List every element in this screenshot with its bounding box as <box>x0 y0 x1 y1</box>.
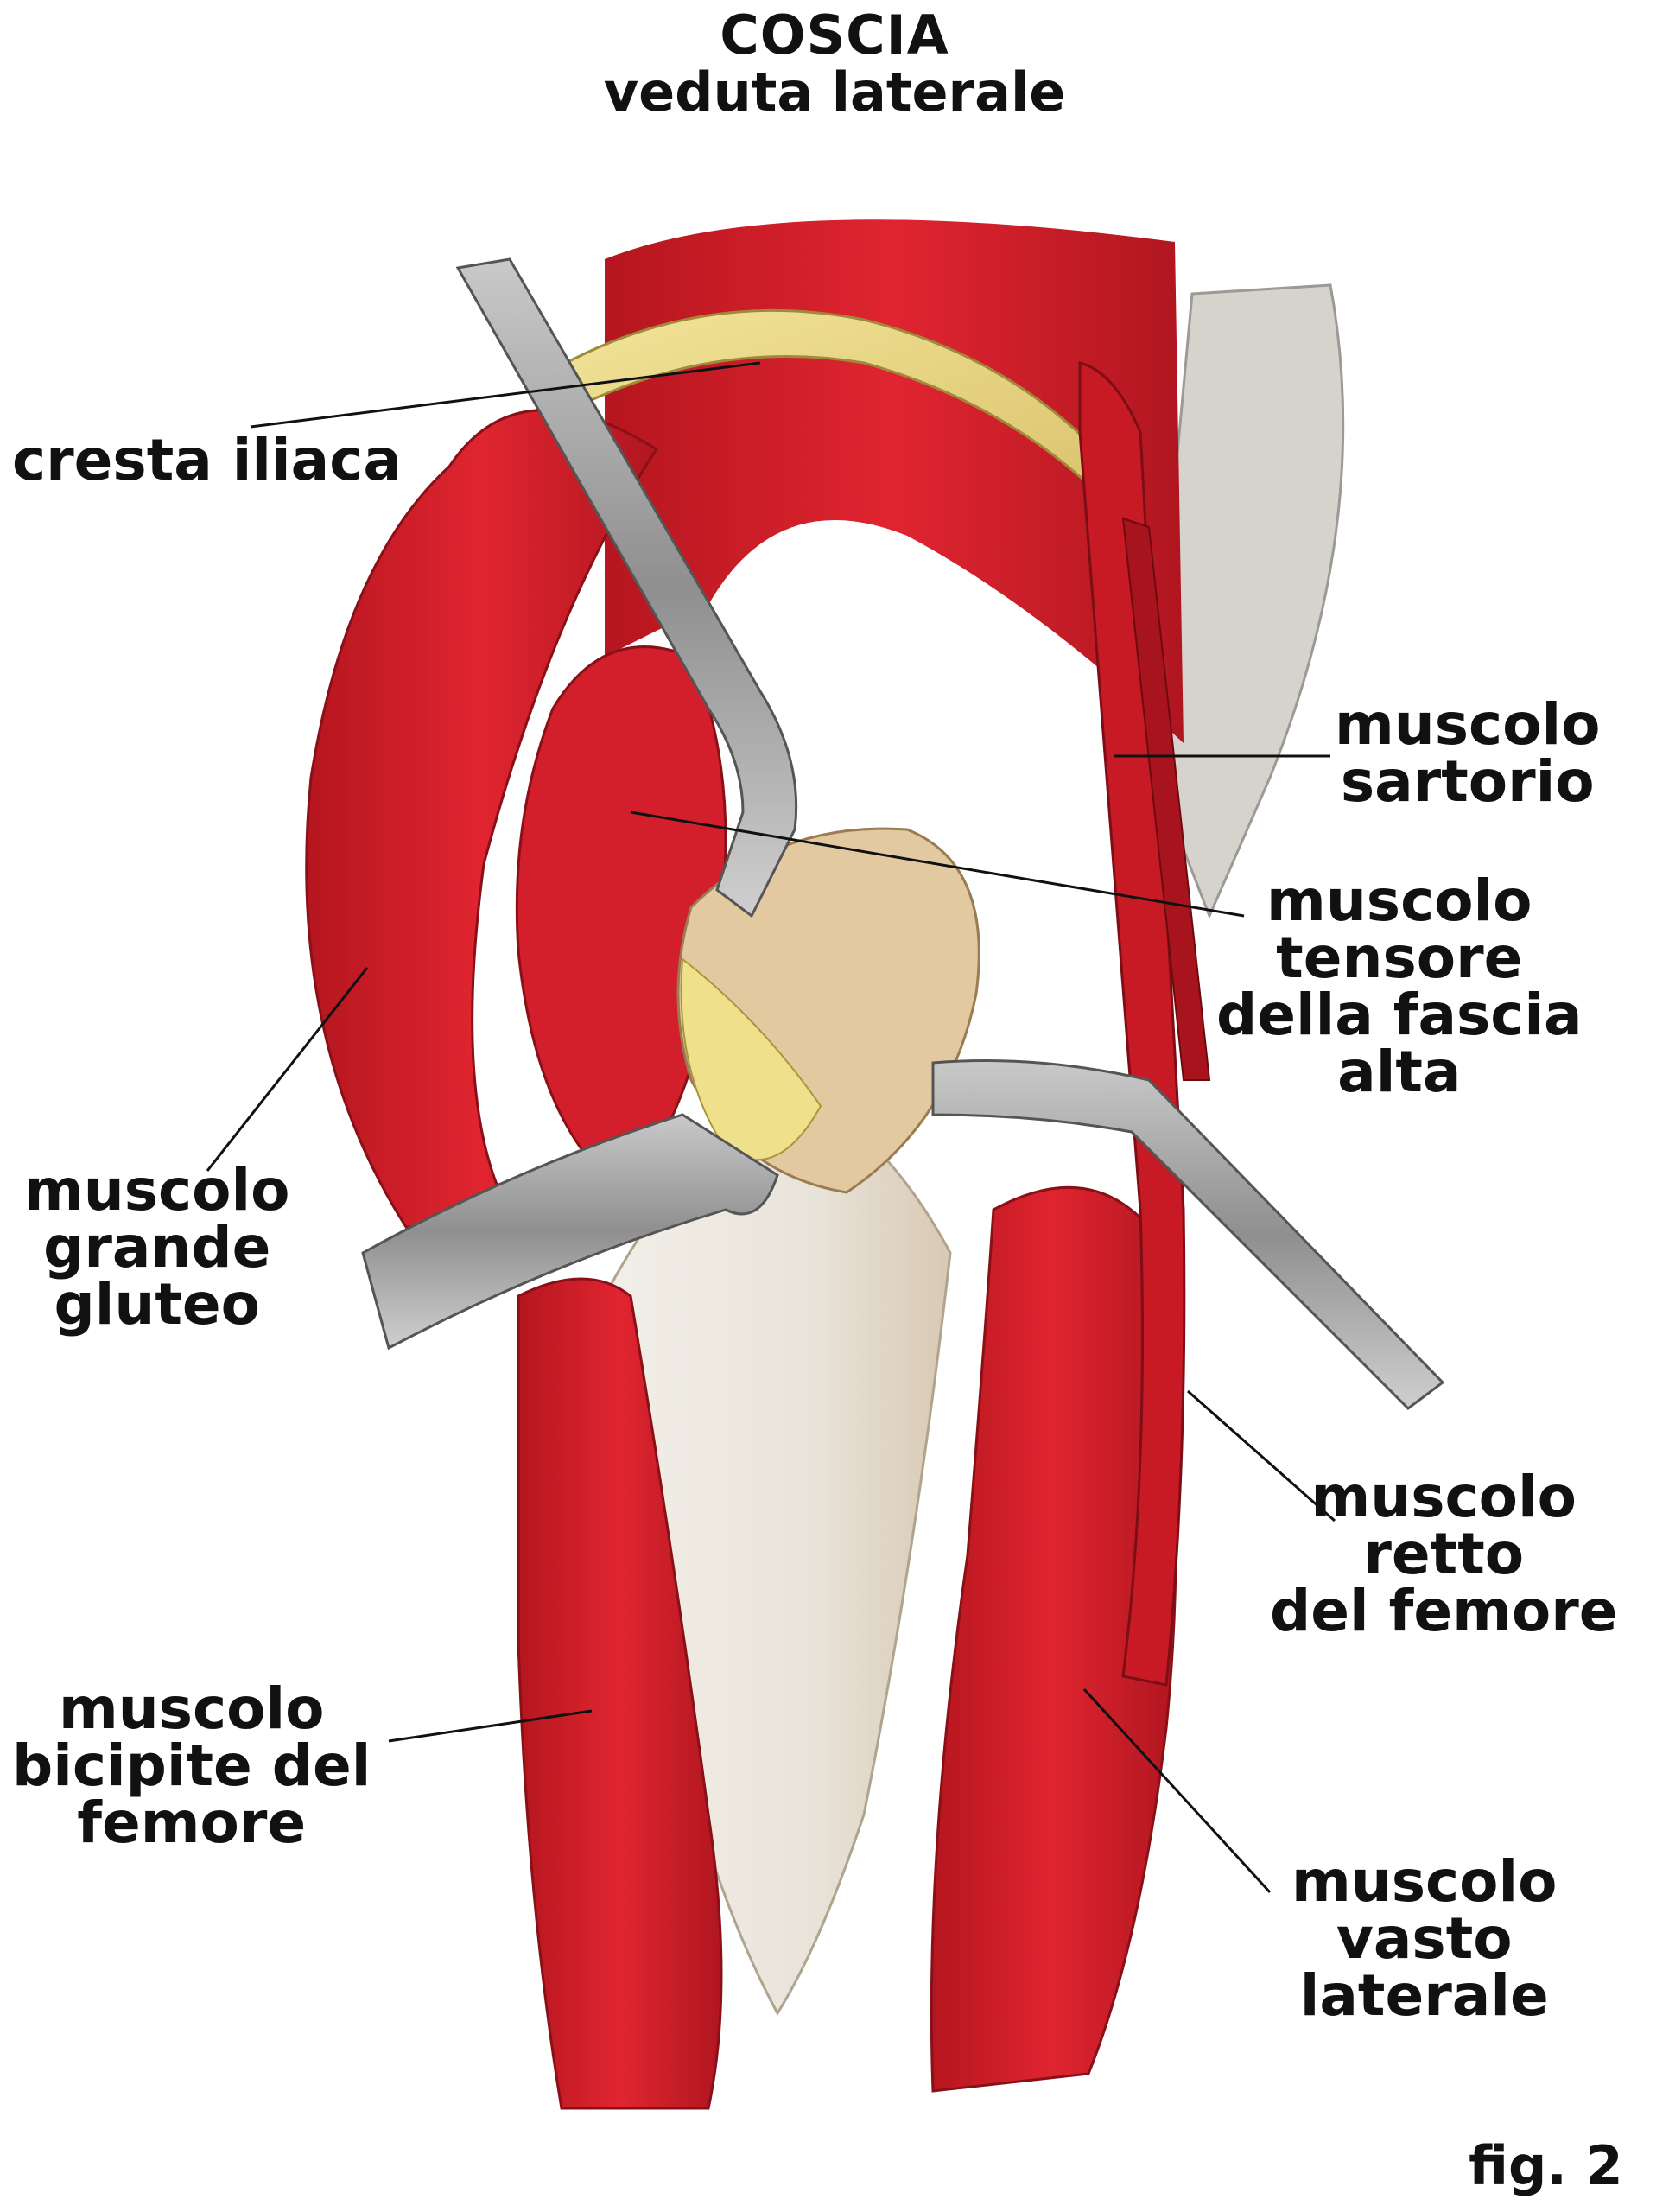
label-cresta-iliaca: cresta iliaca <box>12 427 402 493</box>
retractor-left <box>361 1113 779 1351</box>
gluteus-maximus-muscle <box>305 409 659 1229</box>
figure-title: COSCIA <box>720 3 949 67</box>
label-muscolo-vasto-laterale: muscolo vasto laterale <box>1291 1848 1558 2029</box>
figure-number: fig. 2 <box>1469 2134 1623 2197</box>
sartorius-muscle <box>1121 517 1211 1081</box>
figure-subtitle: veduta laterale <box>603 60 1066 124</box>
label-muscolo-sartorio: muscolo sartorio <box>1335 691 1601 815</box>
leader-retto-femore <box>1187 1389 1336 1522</box>
leader-cresta-iliaca <box>250 361 761 429</box>
label-muscolo-tensore: muscolo tensore della fascia alta <box>1216 868 1583 1105</box>
label-muscolo-retto-femore: muscolo retto del femore <box>1270 1464 1618 1644</box>
fascia-sheet-right <box>1147 283 1345 919</box>
leader-tensore <box>630 810 1245 918</box>
label-muscolo-bicipite-femore: muscolo bicipite del femore <box>12 1675 371 1856</box>
leader-vasto-laterale <box>1082 1688 1272 1894</box>
label-muscolo-grande-gluteo: muscolo grande gluteo <box>24 1157 290 1338</box>
retractor-upper <box>455 257 798 918</box>
yellow-tendon-area <box>680 957 822 1161</box>
leader-bicipite-femore <box>388 1709 593 1743</box>
leader-grande-gluteo <box>206 967 369 1172</box>
rectus-femoris-muscle <box>1078 361 1186 1687</box>
biceps-femoris-muscle <box>517 1277 723 2110</box>
retractor-right <box>931 1059 1445 1410</box>
